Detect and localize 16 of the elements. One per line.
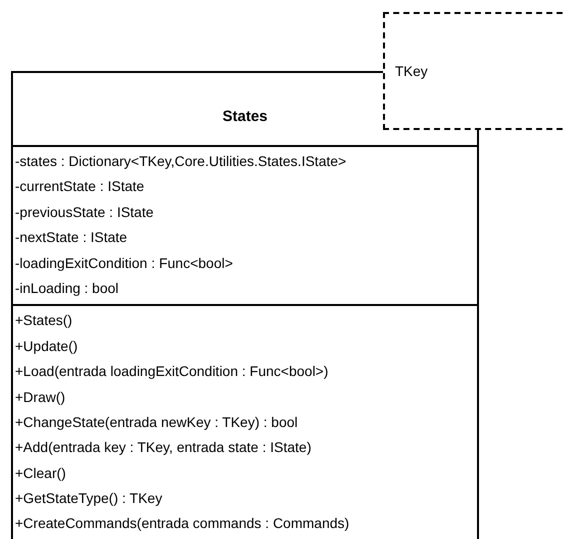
member-text: -loadingExitCondition : Func<bool>: [15, 254, 234, 273]
member-text: +ChangeState(entrada newKey : TKey) : bool: [15, 412, 299, 432]
member-text: +Draw(): [15, 388, 66, 407]
member-text: -inLoading : bool: [15, 278, 120, 298]
member-text: +Update(): [15, 336, 79, 356]
member-text: -states : Dictionary<TKey,Core.Utilities.States.IState>: [15, 152, 348, 171]
template-parameter-box: [383, 12, 566, 130]
member-text: -nextState : IState: [15, 228, 128, 248]
member-text: +Clear(): [15, 464, 67, 483]
member-text: +CreateCommands(entrada commands : Commands): [15, 514, 350, 534]
member-text: +Load(entrada loadingExitCondition : Func<bool>): [15, 362, 330, 382]
member-text: +Add(entrada key : TKey, entrada state : IState): [15, 438, 312, 458]
member-text: +GetStateType() : TKey: [15, 489, 164, 508]
member-text: +States(): [15, 311, 74, 330]
member-text: -currentState : IState: [15, 177, 146, 196]
member-text: -previousState : IState: [15, 202, 155, 222]
